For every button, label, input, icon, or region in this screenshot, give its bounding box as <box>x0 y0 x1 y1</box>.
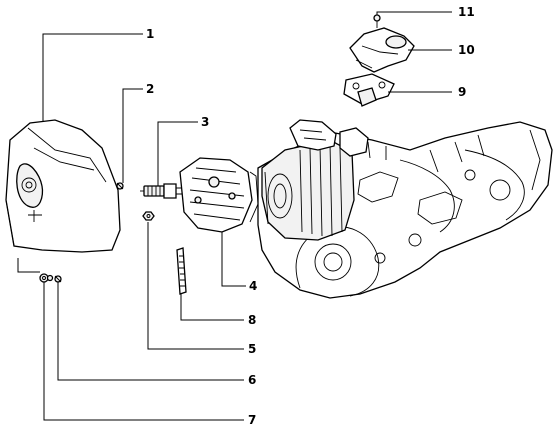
callout-10: 10 <box>458 43 475 57</box>
callout-7: 7 <box>248 413 256 427</box>
screw-part-2 <box>116 182 124 190</box>
callout-8: 8 <box>248 313 256 327</box>
callout-2: 2 <box>146 82 154 96</box>
intake-spacer-part <box>343 73 395 107</box>
callout-3: 3 <box>201 115 209 129</box>
callout-6: 6 <box>248 373 256 387</box>
screw-part-6 <box>54 275 62 283</box>
callout-9: 9 <box>458 85 466 99</box>
cylinder-top-boss <box>289 119 369 157</box>
callout-1: 1 <box>146 27 154 41</box>
intake-manifold-part <box>349 27 415 73</box>
cylinder-head-part <box>179 157 259 233</box>
cooling-shroud-part <box>5 119 121 253</box>
callout-11: 11 <box>458 5 475 19</box>
leader-lines <box>17 11 452 421</box>
screw-part-11 <box>373 14 381 28</box>
cylinder-block <box>261 139 355 241</box>
callout-4: 4 <box>249 279 257 293</box>
screw-washer-part-7 <box>39 273 54 283</box>
gasket-part <box>176 247 187 295</box>
nut-part-5 <box>142 211 155 221</box>
spark-plug-part <box>140 183 185 199</box>
callout-labels: 1 2 3 4 5 6 7 8 9 10 11 <box>146 5 475 427</box>
callout-5: 5 <box>248 342 256 356</box>
